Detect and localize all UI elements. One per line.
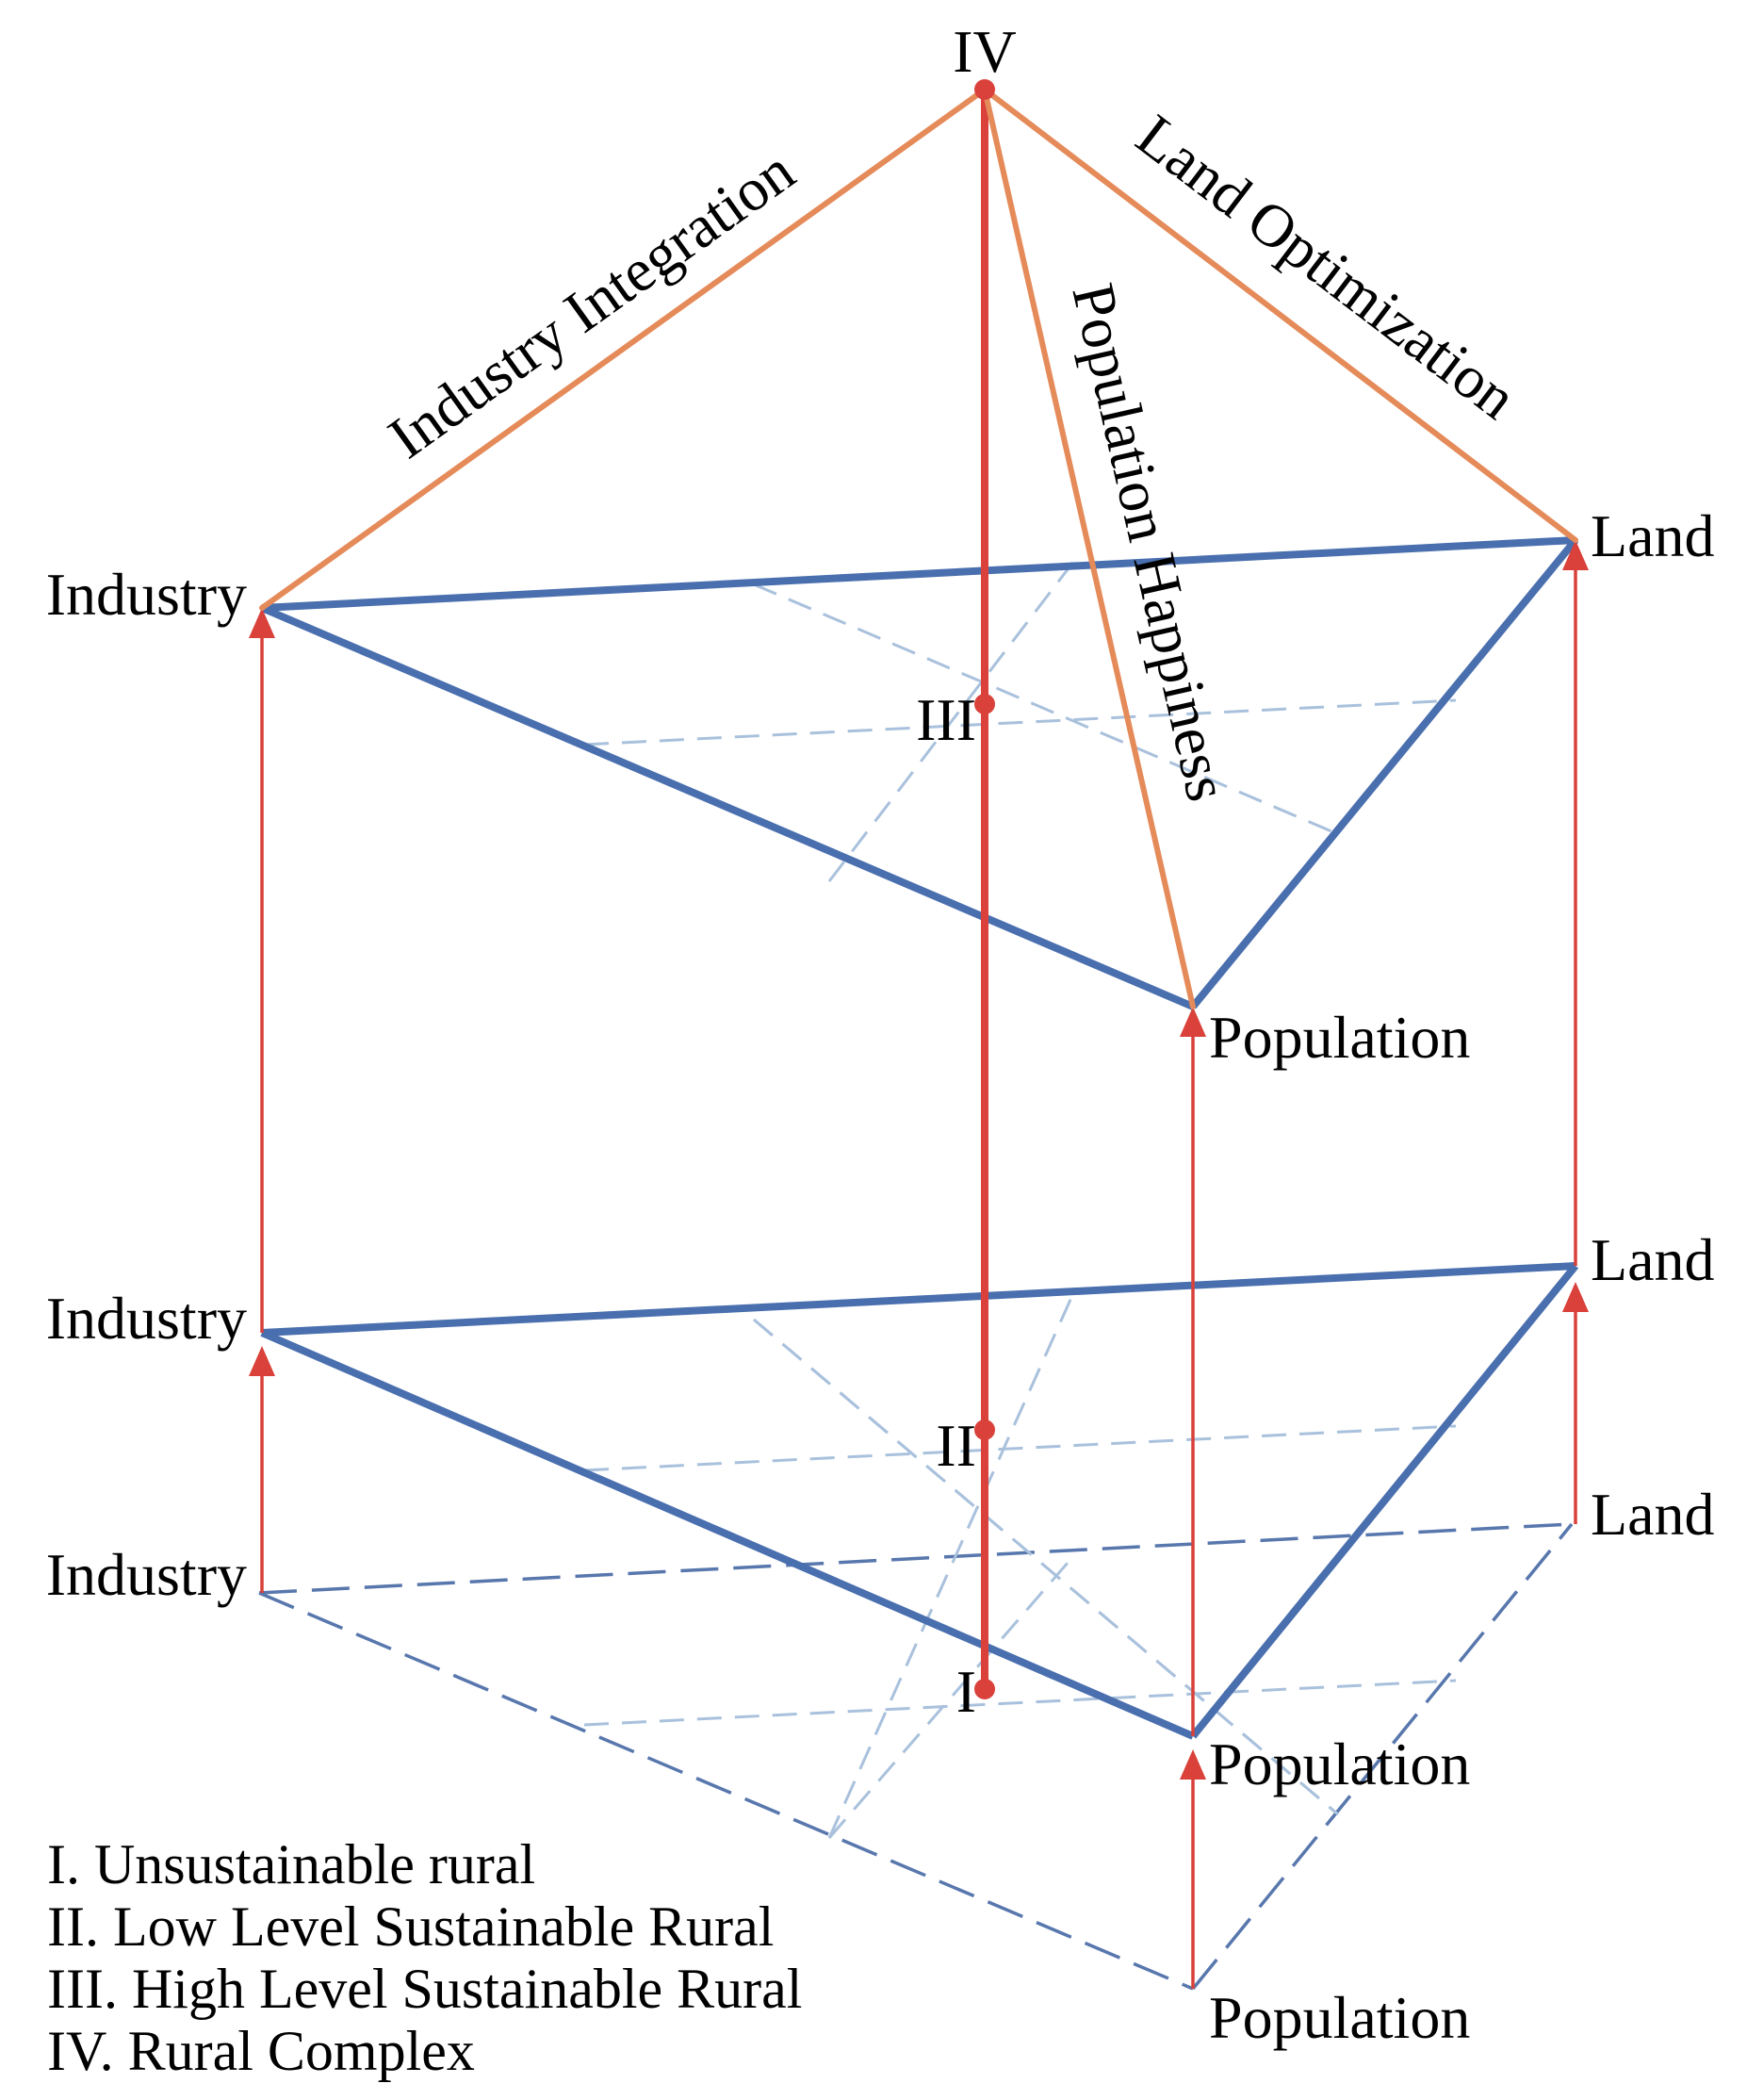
base-level-triangle [258,1522,1574,1991]
middle-industry-label: Industry [46,1285,247,1352]
arrowhead-population-upper [1180,1007,1206,1037]
legend-item: II. Low Level Sustainable Rural [47,1895,774,1958]
stage-iii-label: III [916,686,976,753]
stage-iii-dot [974,694,995,714]
base-industry-label: Industry [46,1541,247,1608]
population-happiness-edge [982,87,1196,1009]
stage-iv-label: IV [953,18,1017,85]
legend-item: III. High Level Sustainable Rural [47,1958,802,2020]
land-optimization-edge [982,87,1578,543]
stage-i-dot [974,1679,995,1699]
legend-item: I. Unsustainable rural [47,1833,535,1895]
upper-land-label: Land [1591,502,1715,569]
upper-level-grid [583,560,1457,882]
land-connectors [1562,540,1589,1524]
arrowhead-land-lower [1562,1282,1589,1312]
arrowhead-industry-upper [249,608,275,638]
industry-integration-label: Industry Integration [376,137,806,471]
middle-population-label: Population [1209,1731,1470,1797]
middle-level-grid [583,1290,1457,1839]
arrowhead-land-upper [1562,540,1589,570]
apex-edges [259,87,1578,1009]
upper-level-triangle [260,536,1579,1010]
upper-industry-label: Industry [46,561,247,628]
upper-population-label: Population [1209,1004,1470,1071]
stage-iv-dot [974,79,995,100]
stage-i-label: I [956,1658,976,1725]
base-population-label: Population [1209,1984,1470,2051]
middle-level-triangle [260,1262,1579,1740]
base-land-label: Land [1591,1481,1715,1548]
industry-integration-edge [259,87,988,611]
arrowhead-industry-lower [249,1346,275,1376]
middle-land-label: Land [1591,1226,1715,1293]
population-connectors [1180,1007,1206,1989]
legend: I. Unsustainable rural II. Low Level Sus… [47,1833,802,2082]
industry-connectors [249,608,275,1593]
stage-ii-label: II [936,1412,976,1479]
legend-item: IV. Rural Complex [47,2020,475,2082]
land-optimization-label: Land Optimization [1125,102,1529,433]
stage-ii-dot [974,1419,995,1440]
arrowhead-population-lower [1180,1749,1206,1780]
